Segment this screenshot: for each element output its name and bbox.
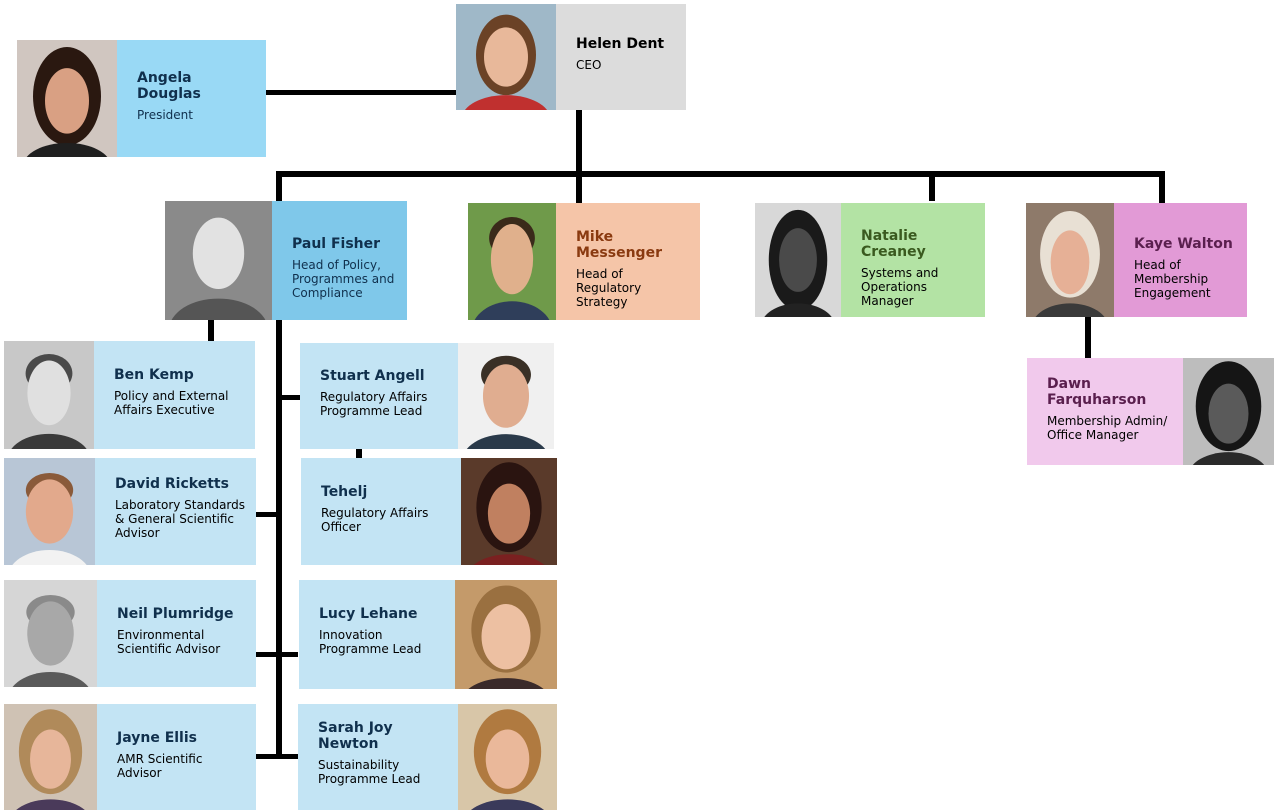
- person-card-david-ricketts: David Ricketts Laboratory Standards & Ge…: [4, 458, 256, 565]
- dawn-farquharson-box: Dawn Farquharson Membership Admin/ Offic…: [1027, 358, 1183, 465]
- david-ricketts-role: Laboratory Standards & General Scientifi…: [115, 498, 246, 540]
- kaye-walton-name: Kaye Walton: [1134, 236, 1233, 252]
- ben-kemp-photo: [4, 341, 94, 449]
- connector-paul-ben: [208, 319, 214, 341]
- person-card-paul-fisher: Paul Fisher Head of Policy, Programmes a…: [165, 201, 407, 320]
- helen-dent-name: Helen Dent: [576, 36, 665, 52]
- person-card-mike-messenger: Mike Messenger Head of Regulatory Strate…: [468, 203, 700, 320]
- person-card-lucy-lehane: Lucy Lehane Innovation Programme Lead: [299, 580, 557, 689]
- tehelj-role: Regulatory Affairs Officer: [321, 506, 429, 534]
- connector-trunk-neil-lucy: [256, 652, 298, 657]
- paul-fisher-box: Paul Fisher Head of Policy, Programmes a…: [272, 201, 407, 320]
- neil-plumridge-role: Environmental Scientific Advisor: [117, 628, 221, 656]
- natalie-creaney-name: Natalie Creaney: [861, 228, 926, 260]
- person-card-tehelj: Tehelj Regulatory Affairs Officer: [301, 458, 557, 565]
- angela-douglas-name: Angela Douglas: [137, 70, 201, 102]
- paul-fisher-role: Head of Policy, Programmes and Complianc…: [292, 258, 395, 300]
- dawn-farquharson-photo: [1183, 358, 1274, 465]
- stuart-angell-role: Regulatory Affairs Programme Lead: [320, 390, 428, 418]
- helen-dent-box: Helen Dent CEO: [556, 4, 686, 110]
- connector-to-mike: [576, 171, 582, 203]
- angela-douglas-role: President: [137, 108, 193, 122]
- connector-to-kaye: [1159, 171, 1165, 203]
- person-card-kaye-walton: Kaye Walton Head of Membership Engagemen…: [1026, 203, 1247, 317]
- neil-plumridge-name: Neil Plumridge: [117, 606, 234, 622]
- stuart-angell-box: Stuart Angell Regulatory Affairs Program…: [300, 343, 458, 449]
- paul-fisher-photo: [165, 201, 272, 320]
- connector-trunk-david: [256, 512, 276, 517]
- jayne-ellis-box: Jayne Ellis AMR Scientific Advisor: [97, 704, 256, 810]
- person-card-sarah-joy-newton: Sarah Joy Newton Sustainability Programm…: [298, 704, 557, 810]
- mike-messenger-name: Mike Messenger: [576, 229, 662, 261]
- person-card-stuart-angell: Stuart Angell Regulatory Affairs Program…: [300, 343, 554, 449]
- jayne-ellis-role: AMR Scientific Advisor: [117, 752, 203, 780]
- connector-to-natalie: [929, 171, 935, 201]
- connector-stuart-tehelj: [356, 449, 362, 459]
- lucy-lehane-role: Innovation Programme Lead: [319, 628, 422, 656]
- mike-messenger-role: Head of Regulatory Strategy: [576, 267, 642, 309]
- dawn-farquharson-role: Membership Admin/ Office Manager: [1047, 414, 1168, 442]
- angela-douglas-photo: [17, 40, 117, 157]
- neil-plumridge-box: Neil Plumridge Environmental Scientific …: [97, 580, 256, 687]
- connector-kaye-dawn: [1085, 316, 1091, 358]
- connector-heads-horizontal: [276, 171, 1165, 177]
- ben-kemp-name: Ben Kemp: [114, 367, 194, 383]
- tehelj-box: Tehelj Regulatory Affairs Officer: [301, 458, 461, 565]
- lucy-lehane-photo: [455, 580, 557, 689]
- david-ricketts-name: David Ricketts: [115, 476, 229, 492]
- sarah-joy-newton-box: Sarah Joy Newton Sustainability Programm…: [298, 704, 458, 810]
- jayne-ellis-name: Jayne Ellis: [117, 730, 197, 746]
- connector-paul-trunk: [276, 319, 282, 759]
- natalie-creaney-photo: [755, 203, 841, 317]
- kaye-walton-role: Head of Membership Engagement: [1134, 258, 1211, 300]
- kaye-walton-photo: [1026, 203, 1114, 317]
- sarah-joy-newton-name: Sarah Joy Newton: [318, 720, 393, 752]
- natalie-creaney-role: Systems and Operations Manager: [861, 266, 939, 308]
- connector-to-paul: [276, 171, 282, 201]
- natalie-creaney-box: Natalie Creaney Systems and Operations M…: [841, 203, 985, 317]
- sarah-joy-newton-role: Sustainability Programme Lead: [318, 758, 421, 786]
- tehelj-name: Tehelj: [321, 484, 368, 500]
- david-ricketts-photo: [4, 458, 95, 565]
- lucy-lehane-box: Lucy Lehane Innovation Programme Lead: [299, 580, 455, 689]
- mike-messenger-photo: [468, 203, 556, 320]
- person-card-angela-douglas: Angela Douglas President: [17, 40, 266, 157]
- paul-fisher-name: Paul Fisher: [292, 236, 381, 252]
- jayne-ellis-photo: [4, 704, 97, 810]
- helen-dent-photo: [456, 4, 556, 110]
- david-ricketts-box: David Ricketts Laboratory Standards & Ge…: [95, 458, 256, 565]
- connector-ceo-down: [576, 110, 582, 174]
- connector-trunk-jayne-sarah: [256, 754, 298, 759]
- person-card-dawn-farquharson: Dawn Farquharson Membership Admin/ Offic…: [1027, 358, 1274, 465]
- person-card-ben-kemp: Ben Kemp Policy and External Affairs Exe…: [4, 341, 255, 449]
- connector-trunk-stuart: [282, 395, 300, 400]
- angela-douglas-box: Angela Douglas President: [117, 40, 266, 157]
- person-card-jayne-ellis: Jayne Ellis AMR Scientific Advisor: [4, 704, 256, 810]
- ben-kemp-box: Ben Kemp Policy and External Affairs Exe…: [94, 341, 255, 449]
- dawn-farquharson-name: Dawn Farquharson: [1047, 376, 1147, 408]
- lucy-lehane-name: Lucy Lehane: [319, 606, 418, 622]
- person-card-helen-dent: Helen Dent CEO: [456, 4, 686, 110]
- person-card-natalie-creaney: Natalie Creaney Systems and Operations M…: [755, 203, 985, 317]
- neil-plumridge-photo: [4, 580, 97, 687]
- tehelj-photo: [461, 458, 557, 565]
- stuart-angell-name: Stuart Angell: [320, 368, 425, 384]
- helen-dent-role: CEO: [576, 58, 602, 72]
- stuart-angell-photo: [458, 343, 554, 449]
- kaye-walton-box: Kaye Walton Head of Membership Engagemen…: [1114, 203, 1247, 317]
- ben-kemp-role: Policy and External Affairs Executive: [114, 389, 229, 417]
- connector-ceo-president: [265, 90, 457, 95]
- person-card-neil-plumridge: Neil Plumridge Environmental Scientific …: [4, 580, 256, 687]
- sarah-joy-newton-photo: [458, 704, 557, 810]
- mike-messenger-box: Mike Messenger Head of Regulatory Strate…: [556, 203, 700, 320]
